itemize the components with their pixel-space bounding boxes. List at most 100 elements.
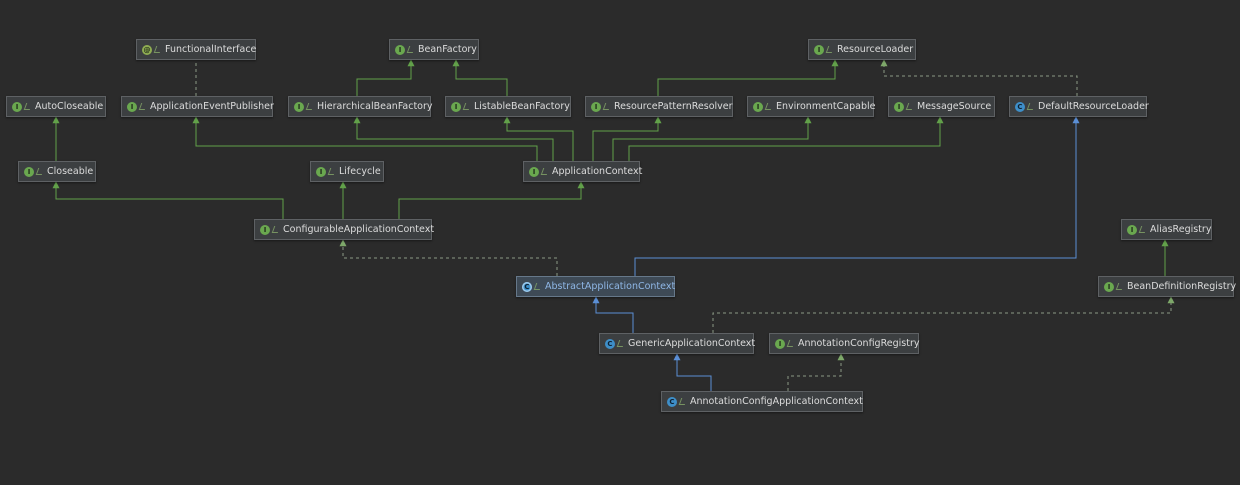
public-visibility-icon — [533, 283, 543, 290]
public-visibility-icon — [406, 46, 416, 53]
interface-icon: I — [451, 101, 461, 112]
interface-icon: I — [1127, 224, 1137, 235]
node-bean-definition-registry[interactable]: I BeanDefinitionRegistry — [1098, 276, 1237, 297]
public-visibility-icon — [305, 103, 315, 110]
interface-icon: I — [260, 224, 270, 235]
public-visibility-icon — [540, 168, 550, 175]
node-label: EnvironmentCapable — [776, 100, 876, 112]
node-application-context[interactable]: I ApplicationContext — [523, 161, 643, 182]
interface-icon: I — [894, 101, 904, 112]
node-generic-application-context[interactable]: C GenericApplicationContext — [599, 333, 756, 354]
node-functional-interface[interactable]: @ FunctionalInterface — [136, 39, 256, 60]
edge-configurable-closeable — [52, 181, 284, 219]
node-label: AnnotationConfigApplicationContext — [690, 395, 863, 407]
edge-appctx-environment — [612, 116, 812, 161]
node-label: BeanFactory — [418, 43, 477, 55]
public-visibility-icon — [825, 46, 835, 53]
public-visibility-icon — [23, 103, 33, 110]
node-default-resource-loader[interactable]: C DefaultResourceLoader — [1009, 96, 1149, 117]
node-label: ConfigurableApplicationContext — [283, 223, 435, 235]
interface-icon: I — [529, 166, 539, 177]
interface-icon: I — [24, 166, 34, 177]
public-visibility-icon — [462, 103, 472, 110]
annotation-type-icon: @ — [142, 44, 152, 55]
node-application-event-publisher[interactable]: I ApplicationEventPublisher — [121, 96, 274, 117]
public-visibility-icon — [153, 46, 163, 53]
public-visibility-icon — [327, 168, 337, 175]
node-label: ResourcePatternResolver — [614, 100, 733, 112]
node-label: ApplicationEventPublisher — [150, 100, 274, 112]
public-visibility-icon — [764, 103, 774, 110]
public-visibility-icon — [786, 340, 796, 347]
node-bean-factory[interactable]: I BeanFactory — [389, 39, 479, 60]
node-label: ListableBeanFactory — [474, 100, 570, 112]
public-visibility-icon — [1026, 103, 1036, 110]
edge-abstract-configurable — [339, 239, 558, 276]
edge-appctx-hierarchical — [353, 116, 554, 161]
node-label: AnnotationConfigRegistry — [798, 337, 920, 349]
public-visibility-icon — [138, 103, 148, 110]
edge-appctx-publisher — [192, 116, 538, 161]
interface-icon: I — [775, 338, 785, 349]
interface-icon: I — [814, 44, 824, 55]
node-label: HierarchicalBeanFactory — [317, 100, 433, 112]
interface-icon: I — [591, 101, 601, 112]
interface-icon: I — [294, 101, 304, 112]
node-environment-capable[interactable]: I EnvironmentCapable — [747, 96, 876, 117]
node-resource-pattern-resolver[interactable]: I ResourcePatternResolver — [585, 96, 733, 117]
node-resource-loader[interactable]: I ResourceLoader — [808, 39, 916, 60]
class-icon: C — [605, 338, 615, 349]
abstract-class-icon: C — [522, 281, 532, 292]
node-label: AutoCloseable — [35, 100, 104, 112]
node-label: DefaultResourceLoader — [1038, 100, 1149, 112]
class-icon: C — [1015, 101, 1025, 112]
node-annotation-config-application-context[interactable]: C AnnotationConfigApplicationContext — [661, 391, 863, 412]
node-label: GenericApplicationContext — [628, 337, 756, 349]
node-label: AbstractApplicationContext — [545, 280, 676, 292]
node-auto-closeable[interactable]: I AutoCloseable — [6, 96, 106, 117]
node-label: FunctionalInterface — [165, 43, 257, 55]
public-visibility-icon — [905, 103, 915, 110]
interface-icon: I — [12, 101, 22, 112]
class-icon: C — [667, 396, 677, 407]
interface-icon: I — [127, 101, 137, 112]
node-lifecycle[interactable]: I Lifecycle — [310, 161, 384, 182]
edge-defaultresourceloader-resourceloader — [880, 59, 1078, 96]
edge-hierarchical-beanfactory — [356, 59, 415, 96]
edge-appctx-messagesource — [628, 116, 944, 161]
node-label: MessageSource — [917, 100, 992, 112]
node-hierarchical-bean-factory[interactable]: I HierarchicalBeanFactory — [288, 96, 433, 117]
edge-patternresolver-resourceloader — [657, 59, 839, 96]
node-label: AliasRegistry — [1150, 223, 1212, 235]
node-configurable-application-context[interactable]: I ConfigurableApplicationContext — [254, 219, 435, 240]
node-closeable[interactable]: I Closeable — [18, 161, 96, 182]
edge-configurable-appctx — [398, 181, 585, 219]
node-abstract-application-context[interactable]: C AbstractApplicationContext — [516, 276, 675, 297]
public-visibility-icon — [35, 168, 45, 175]
node-alias-registry[interactable]: I AliasRegistry — [1121, 219, 1212, 240]
public-visibility-icon — [1138, 226, 1148, 233]
node-message-source[interactable]: I MessageSource — [888, 96, 995, 117]
edge-generic-beandefregistry — [712, 296, 1175, 333]
interface-icon: I — [395, 44, 405, 55]
public-visibility-icon — [271, 226, 281, 233]
edge-listable-beanfactory — [452, 59, 508, 96]
edge-appctx-listable — [503, 116, 574, 161]
edge-appctx-patternresolver — [592, 116, 662, 161]
node-listable-bean-factory[interactable]: I ListableBeanFactory — [445, 96, 571, 117]
public-visibility-icon — [602, 103, 612, 110]
node-annotation-config-registry[interactable]: I AnnotationConfigRegistry — [769, 333, 919, 354]
edge-abstract-defaultresourceloader — [634, 116, 1080, 276]
edge-annotationctx-generic — [673, 353, 712, 391]
public-visibility-icon — [1115, 283, 1125, 290]
node-label: ApplicationContext — [552, 165, 643, 177]
edge-annotationctx-annotationregistry — [787, 353, 845, 391]
public-visibility-icon — [616, 340, 626, 347]
interface-icon: I — [1104, 281, 1114, 292]
node-label: BeanDefinitionRegistry — [1127, 280, 1237, 292]
public-visibility-icon — [678, 398, 688, 405]
node-label: ResourceLoader — [837, 43, 914, 55]
interface-icon: I — [316, 166, 326, 177]
